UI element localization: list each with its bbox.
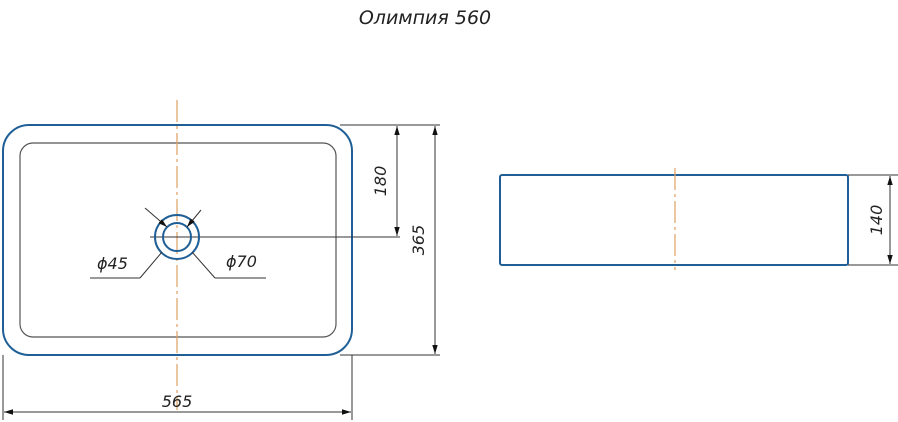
drain-outer-circle: [154, 214, 200, 260]
basin-inner-outline: [19, 142, 337, 338]
height-dimension: 140: [867, 205, 886, 236]
basin-outer-outline: [2, 124, 353, 356]
drawing-title: Олимпия 560: [359, 7, 491, 29]
drain-outer-diameter-label: ϕ70: [226, 252, 257, 271]
side-view: 140: [499, 168, 898, 270]
depth-dimension: 365: [409, 225, 428, 256]
width-dimension: 565: [162, 392, 193, 411]
phi70-leader: [191, 251, 216, 279]
phi45-leader: [139, 251, 163, 279]
drain-dim-arrow: [186, 209, 202, 228]
basin-side-outline: [499, 174, 849, 266]
drain-dim-arrow: [144, 207, 168, 228]
drain-offset-dimension: 180: [371, 166, 390, 197]
drain-inner-diameter-label: ϕ45: [97, 254, 128, 273]
drain-inner-circle: [162, 222, 192, 252]
top-view: ϕ45 ϕ70 180 365 565: [2, 100, 440, 420]
